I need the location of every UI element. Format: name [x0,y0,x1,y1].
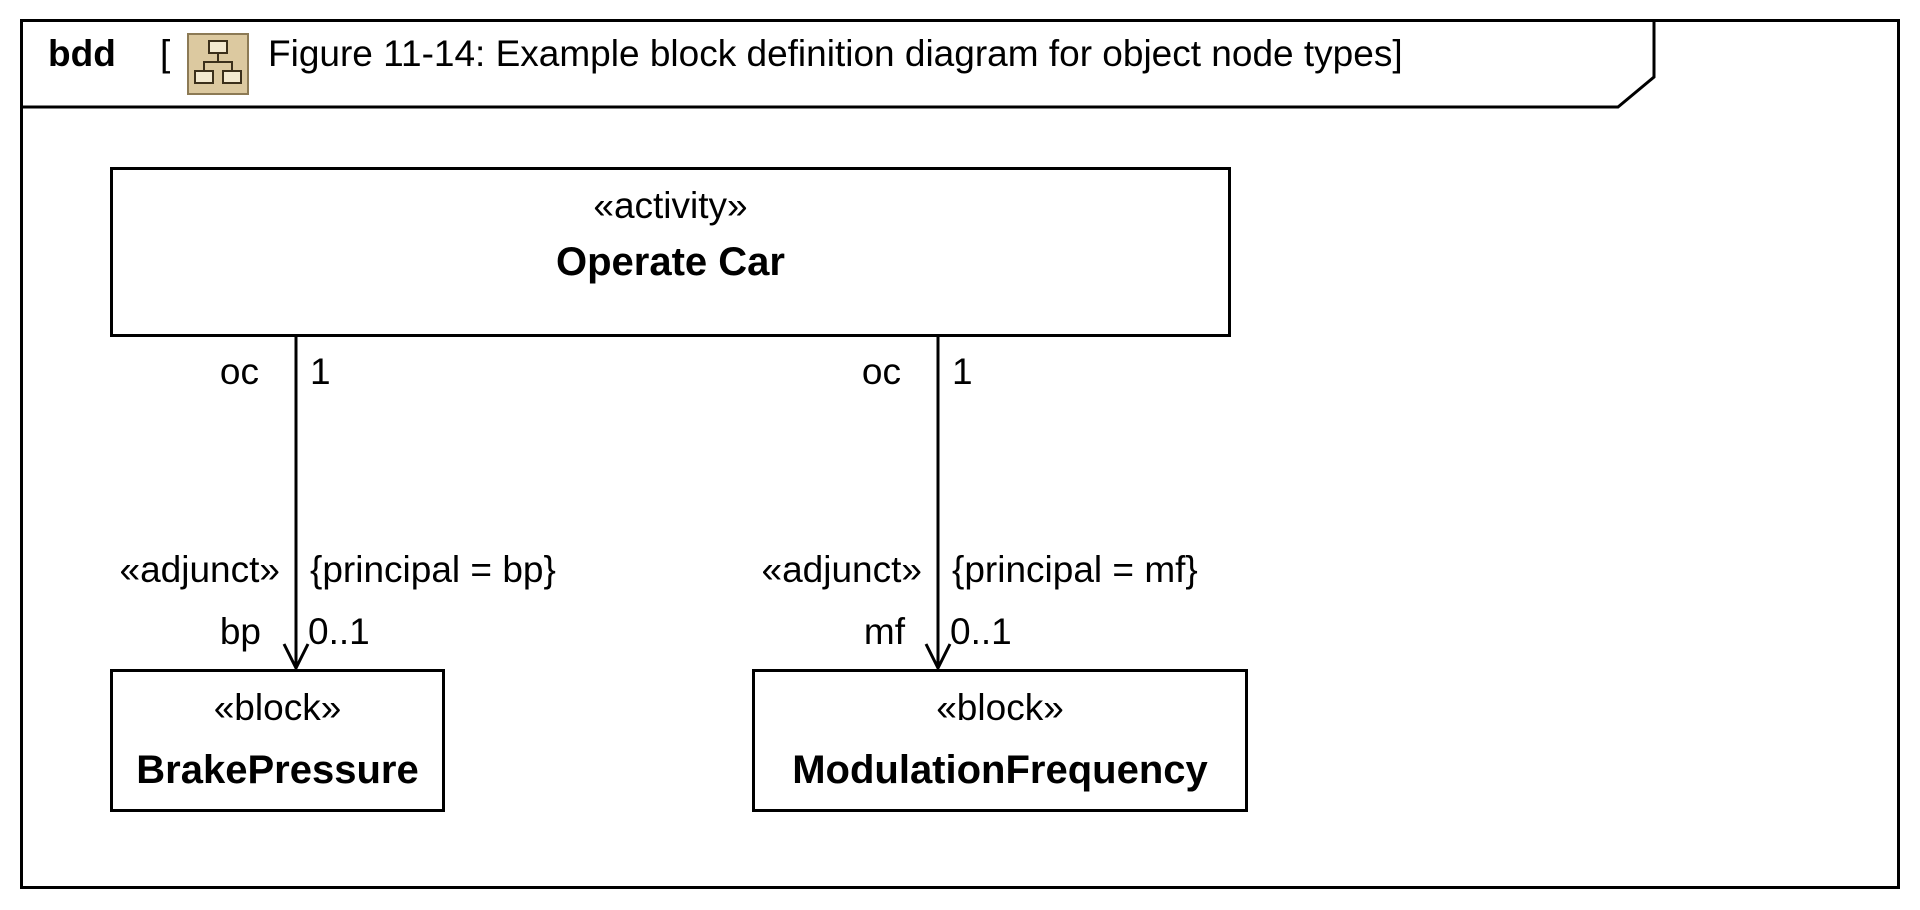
target-multiplicity-label: 0..1 [950,611,1012,652]
diagram-kind: bdd [48,33,116,74]
activity-operate-car[interactable]: «activity» Operate Car [110,167,1231,337]
target-stereotype-label: «adjunct» [119,549,280,590]
target-multiplicity-label: 0..1 [308,611,370,652]
activity-stereotype: «activity» [593,185,748,226]
arrowhead-bp [282,643,310,672]
source-role-label: oc [219,351,259,392]
package-diagram-icon [187,33,249,95]
block-brake-pressure[interactable]: «block» BrakePressure [110,669,445,812]
frame-header-tab [20,19,1656,109]
activity-name: Operate Car [556,240,785,284]
block-stereotype: «block» [936,687,1064,728]
target-stereotype-label: «adjunct» [761,549,922,590]
arrowhead-mf [924,643,952,672]
constraint-label: {principal = bp} [310,549,556,590]
block-modulation-frequency[interactable]: «block» ModulationFrequency [752,669,1248,812]
diagram-frame [20,19,1900,889]
source-multiplicity-label: 1 [952,351,973,392]
constraint-label: {principal = mf} [952,549,1198,590]
target-role-label: mf [863,611,905,652]
source-role-label: oc [861,351,901,392]
block-stereotype: «block» [213,687,342,728]
target-role-label: bp [219,611,261,652]
source-multiplicity-label: 1 [310,351,331,392]
block-name: ModulationFrequency [792,748,1208,792]
header-bracket: [ [160,33,171,74]
diagram-title: Figure 11-14: Example block definition d… [268,33,1403,74]
block-name: BrakePressure [136,748,419,792]
